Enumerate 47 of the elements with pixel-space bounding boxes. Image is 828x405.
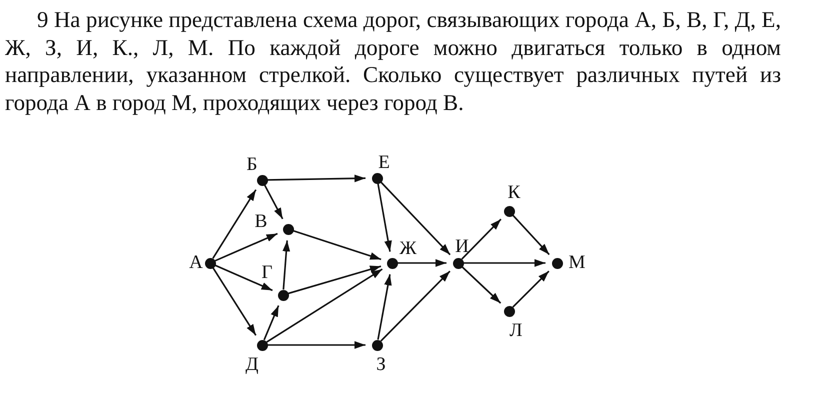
arrow: [288, 265, 382, 294]
arrow: [267, 174, 366, 182]
arrow: [464, 259, 546, 267]
arrow: [377, 183, 392, 252]
arrow: [212, 189, 257, 259]
city-dot: [552, 258, 562, 268]
arrow: [461, 266, 502, 304]
arrow: [268, 341, 366, 349]
city-label: К: [508, 183, 520, 203]
city-label: Б: [246, 155, 258, 175]
question-text: 9 На рисунке представлена схема дорог, связывающих города А, Б, В, Г, Д, Е, Ж, З, И, К., Л, М. По каждой дороге можно двигаться только в одном направлении, указанном стрелкой. Сколько существует различных путей из города А в город М, проходящих через город В.: [5, 6, 781, 116]
city-dot: [504, 306, 514, 316]
city-label: А: [189, 253, 203, 273]
city-dot: [386, 258, 398, 268]
city-dot: [452, 258, 464, 268]
arrow: [214, 264, 273, 292]
arrow: [461, 218, 502, 260]
city-dot: [504, 206, 514, 216]
city-label: Д: [246, 355, 258, 375]
city-dot: [282, 224, 294, 234]
arrow: [266, 268, 383, 343]
arrow: [292, 230, 382, 260]
arrow: [212, 267, 257, 336]
arrow: [214, 232, 278, 262]
arrow: [264, 184, 284, 220]
arrow: [512, 270, 550, 308]
city-dot: [256, 340, 268, 350]
city-label: В: [254, 212, 268, 232]
city-label: М: [568, 253, 586, 273]
city-dot: [372, 340, 382, 350]
arrow: [380, 270, 450, 342]
arrow: [512, 214, 550, 256]
arrow: [263, 305, 280, 340]
city-label: Е: [378, 153, 390, 173]
arrow: [282, 240, 290, 290]
city-label: Л: [510, 321, 522, 341]
city-dot: [278, 290, 288, 300]
city-dot: [256, 174, 268, 186]
city-label: И: [455, 237, 469, 257]
city-dot: [372, 172, 382, 184]
arrow: [398, 259, 446, 267]
arrow: [380, 181, 451, 256]
city-dot: [204, 258, 216, 268]
city-label: Г: [262, 263, 272, 283]
arrow: [377, 274, 392, 340]
city-label: Ж: [399, 239, 417, 259]
city-label: З: [376, 355, 386, 375]
